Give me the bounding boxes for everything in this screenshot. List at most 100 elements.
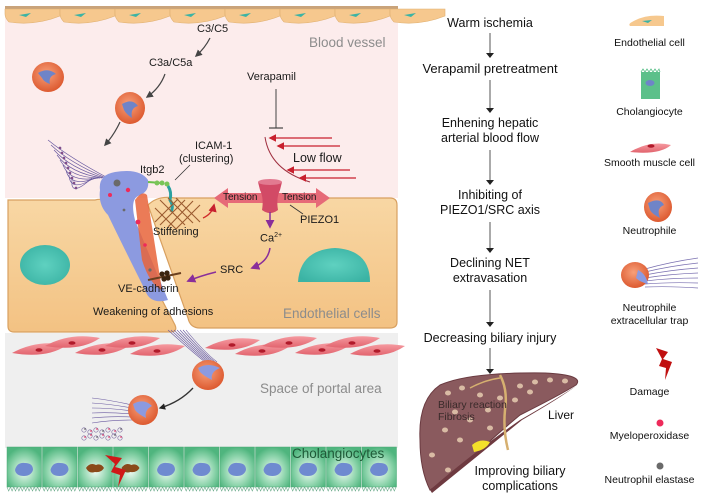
net-debris — [111, 429, 117, 435]
smooth-muscle-cell — [350, 344, 405, 356]
smooth-muscle-cell — [325, 336, 380, 348]
net-debris-granule — [120, 436, 122, 438]
net-strand — [179, 329, 214, 363]
cholangiocyte-cell — [290, 446, 326, 492]
liver-spot — [457, 437, 463, 443]
smooth-muscle-cell — [205, 338, 260, 350]
flow-arrow-head — [486, 322, 494, 327]
net-granule — [58, 146, 62, 150]
endothelial-nucleus — [298, 248, 370, 282]
net-strand — [50, 144, 107, 179]
cholangiocyte-cell — [361, 446, 397, 492]
liver-spot — [445, 467, 451, 473]
transmigrating-neutrophil — [47, 139, 168, 302]
net-debris — [93, 427, 99, 433]
liver-label: Liver — [548, 408, 575, 422]
label-piezo1: PIEZO1 — [300, 214, 340, 226]
endothelial-layer — [7, 196, 398, 333]
liver-spot — [442, 427, 448, 433]
smooth-muscle-layer — [12, 336, 405, 356]
net-debris — [87, 429, 93, 435]
net-debris-granule — [96, 428, 98, 430]
cholangiocyte-layer — [6, 446, 397, 492]
cholangiocyte-nucleus — [334, 462, 353, 476]
net-strand — [644, 257, 699, 270]
top-endothelial-cell — [389, 8, 446, 24]
liver-spot — [467, 417, 473, 423]
cholangiocyte-cell — [184, 446, 220, 492]
top-endothelial-cell — [114, 8, 171, 24]
top-endothelial-cell — [59, 8, 116, 24]
net-strand — [644, 286, 699, 289]
flow-step-1: Warm ischemia — [400, 16, 580, 31]
top-endothelial-cell — [334, 8, 391, 24]
label-icam1-clustering: (clustering) — [179, 153, 234, 165]
piezo1-pointer-line — [289, 204, 304, 215]
net-debris — [81, 435, 87, 441]
net-strand — [56, 154, 103, 179]
flow-step-6: Decreasing biliary injury — [400, 331, 580, 346]
net-strand — [91, 416, 133, 419]
neutrophil-migration-arrow-2 — [158, 387, 194, 410]
net-strand — [644, 277, 699, 282]
liver-spot — [562, 378, 568, 384]
low-flow-arrows — [264, 134, 356, 183]
c3c5-arrow — [194, 37, 211, 57]
ca-to-src-arrow — [250, 247, 271, 270]
label-low-flow: Low flow — [293, 151, 342, 165]
endothelial-cell-icon — [629, 15, 664, 26]
label-c3ac5a: C3a/C5a — [149, 57, 193, 69]
src-to-vecadherin-arrow — [186, 271, 217, 283]
neutrophil-migration-arrow — [104, 121, 121, 147]
net-strand — [644, 282, 699, 285]
flowchart-arrows — [486, 33, 494, 374]
smooth-muscle-cell — [45, 336, 100, 348]
label-icam1: ICAM-1 — [195, 140, 233, 152]
net-debris-granule — [102, 430, 104, 432]
net-granule — [62, 156, 66, 160]
net-icon — [621, 257, 699, 289]
flow-step-text: extravasation — [452, 271, 528, 285]
legend-item-damage: Damage — [580, 386, 719, 399]
flow-step-text: Decreasing biliary injury — [423, 331, 557, 345]
smooth-muscle-cell — [130, 344, 185, 356]
legend-label: extracellular trap — [610, 315, 689, 327]
net-strand — [185, 329, 218, 363]
flow-arrow-head — [486, 369, 494, 374]
liver-illustration — [419, 372, 578, 493]
flow-arrow-head — [486, 108, 494, 113]
label-itgb2: Itgb2 — [140, 164, 165, 176]
flow-step-text: PIEZO1/SRC axis — [439, 203, 541, 217]
extravasated-net — [167, 329, 224, 390]
net-granule — [72, 181, 76, 185]
net-strand — [68, 174, 95, 186]
ca-text: Ca — [260, 232, 275, 245]
label-tension-right: Tension — [282, 192, 317, 203]
cholangiocyte-cell — [219, 446, 255, 492]
cholangiocyte-cell — [6, 446, 42, 492]
label-ca: Ca2+ — [260, 232, 282, 245]
cholangiocyte-cell — [77, 446, 113, 492]
net-strand — [182, 329, 216, 363]
liver-spot — [527, 389, 533, 395]
net-strand — [91, 412, 133, 415]
flow-step-text: Inhibiting of — [458, 188, 522, 202]
stiffening-to-tension-arrow — [202, 203, 217, 219]
legend-label: Myeloperoxidase — [609, 430, 690, 442]
smooth-muscle-cell-icon — [630, 143, 671, 153]
liver-spot — [517, 383, 523, 389]
net-granule — [70, 176, 74, 180]
flow-step-2: Verapamil pretreatment — [400, 61, 580, 76]
net-debris-granule — [90, 434, 92, 436]
legend-label: Endothelial cell — [614, 37, 685, 49]
net-granule — [64, 161, 68, 165]
net-strand — [91, 397, 133, 406]
ve-cadherin — [147, 270, 182, 282]
flow-step-text: Warm ischemia — [447, 16, 533, 30]
legend-label: Neutrophil elastase — [604, 474, 695, 486]
